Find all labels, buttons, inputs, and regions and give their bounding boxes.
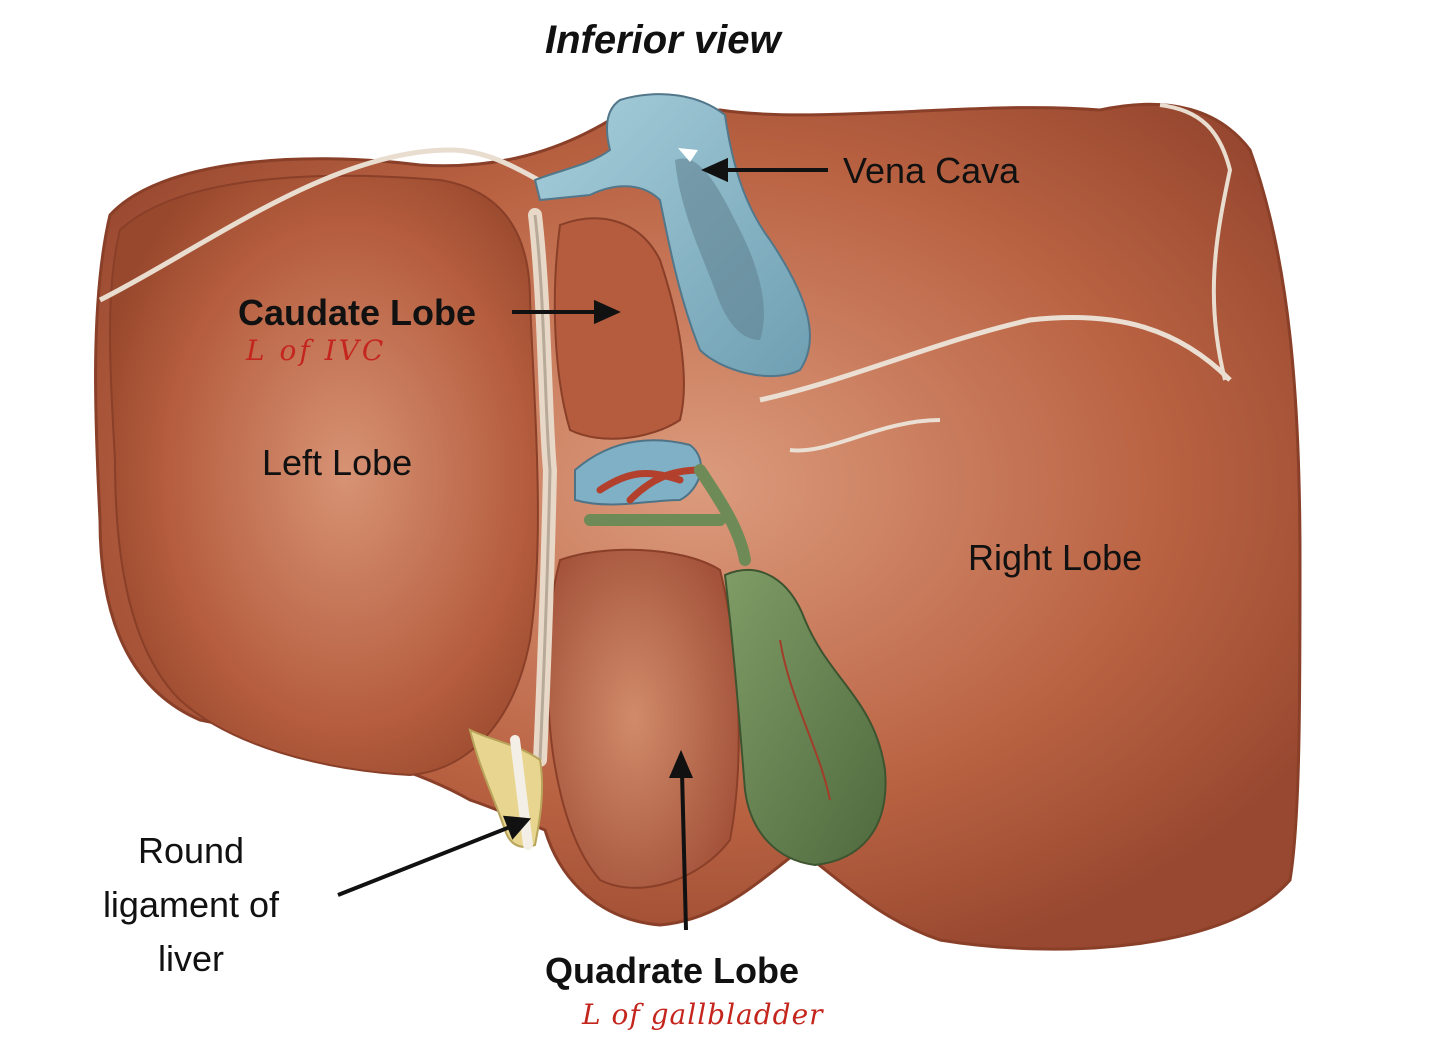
note-quadrate: L of gallbladder [582,998,824,1031]
label-round-ligament: Round ligament of liver [102,830,280,979]
label-caudate-lobe: Caudate Lobe [238,292,477,333]
label-quadrate-lobe: Quadrate Lobe [545,950,800,991]
label-right-lobe: Right Lobe [968,537,1143,578]
quadrate-lobe [546,548,740,889]
arrow-quadrate-lobe [680,771,688,931]
left-lobe [109,174,539,777]
label-left-lobe: Left Lobe [262,442,413,483]
caudate-lobe [553,217,685,440]
label-vena-cava: Vena Cava [843,150,1020,191]
coronary-ligament-edge [98,147,561,303]
leader-arrows [337,157,828,931]
common-bile-duct [584,464,751,566]
diagram-title: Inferior view [545,18,781,62]
arrow-round-ligament [337,825,511,897]
hepatic-artery [596,466,704,504]
gallbladder [723,569,887,867]
note-caudate: L of IVC [246,334,387,367]
